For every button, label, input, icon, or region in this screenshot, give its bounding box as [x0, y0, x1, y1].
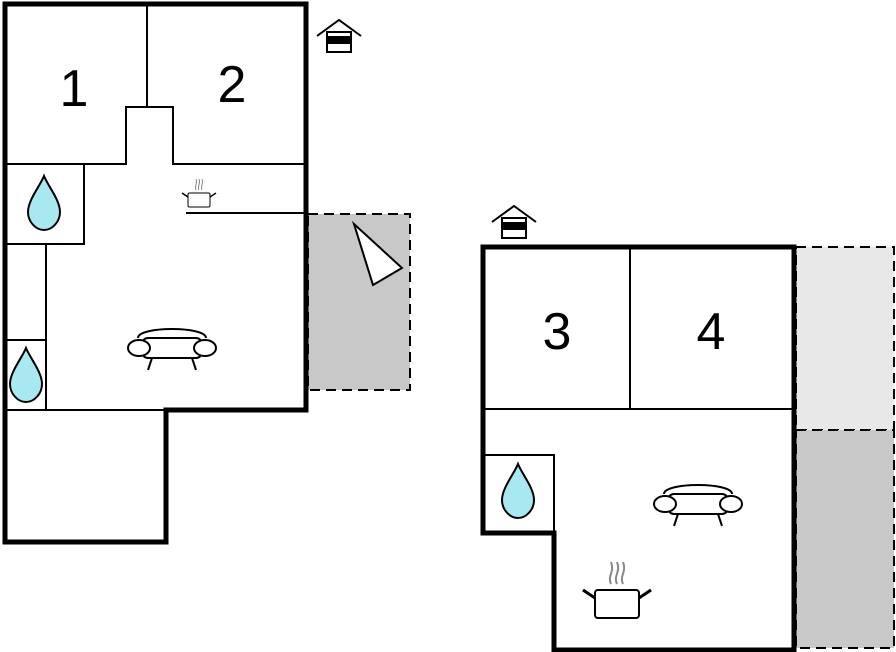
room-number-4: 4 — [697, 303, 726, 361]
sofa-icon — [127, 328, 217, 371]
terrace-right-lower — [795, 429, 895, 649]
compass-arrow-icon — [351, 220, 404, 287]
cooking-pot-icon — [181, 178, 217, 208]
house-entrance-icon — [316, 19, 362, 53]
water-drop-icon — [9, 347, 43, 403]
terrace-right-upper — [795, 246, 895, 431]
house-entrance-icon — [491, 205, 537, 239]
sofa-icon — [653, 484, 743, 527]
room-number-3: 3 — [543, 303, 572, 361]
water-drop-icon — [27, 175, 61, 231]
unit-right: 3 4 — [480, 205, 895, 652]
outer-wall-left — [2, 1, 309, 545]
interior-walls-left — [5, 4, 306, 411]
water-drop-icon — [501, 463, 535, 519]
interior-walls-right — [483, 247, 794, 533]
room-number-1: 1 — [60, 60, 89, 118]
room-number-2: 2 — [218, 56, 247, 114]
outer-wall-right — [480, 244, 797, 652]
unit-left: 1 2 — [2, 1, 411, 545]
cooking-pot-icon — [581, 560, 653, 620]
